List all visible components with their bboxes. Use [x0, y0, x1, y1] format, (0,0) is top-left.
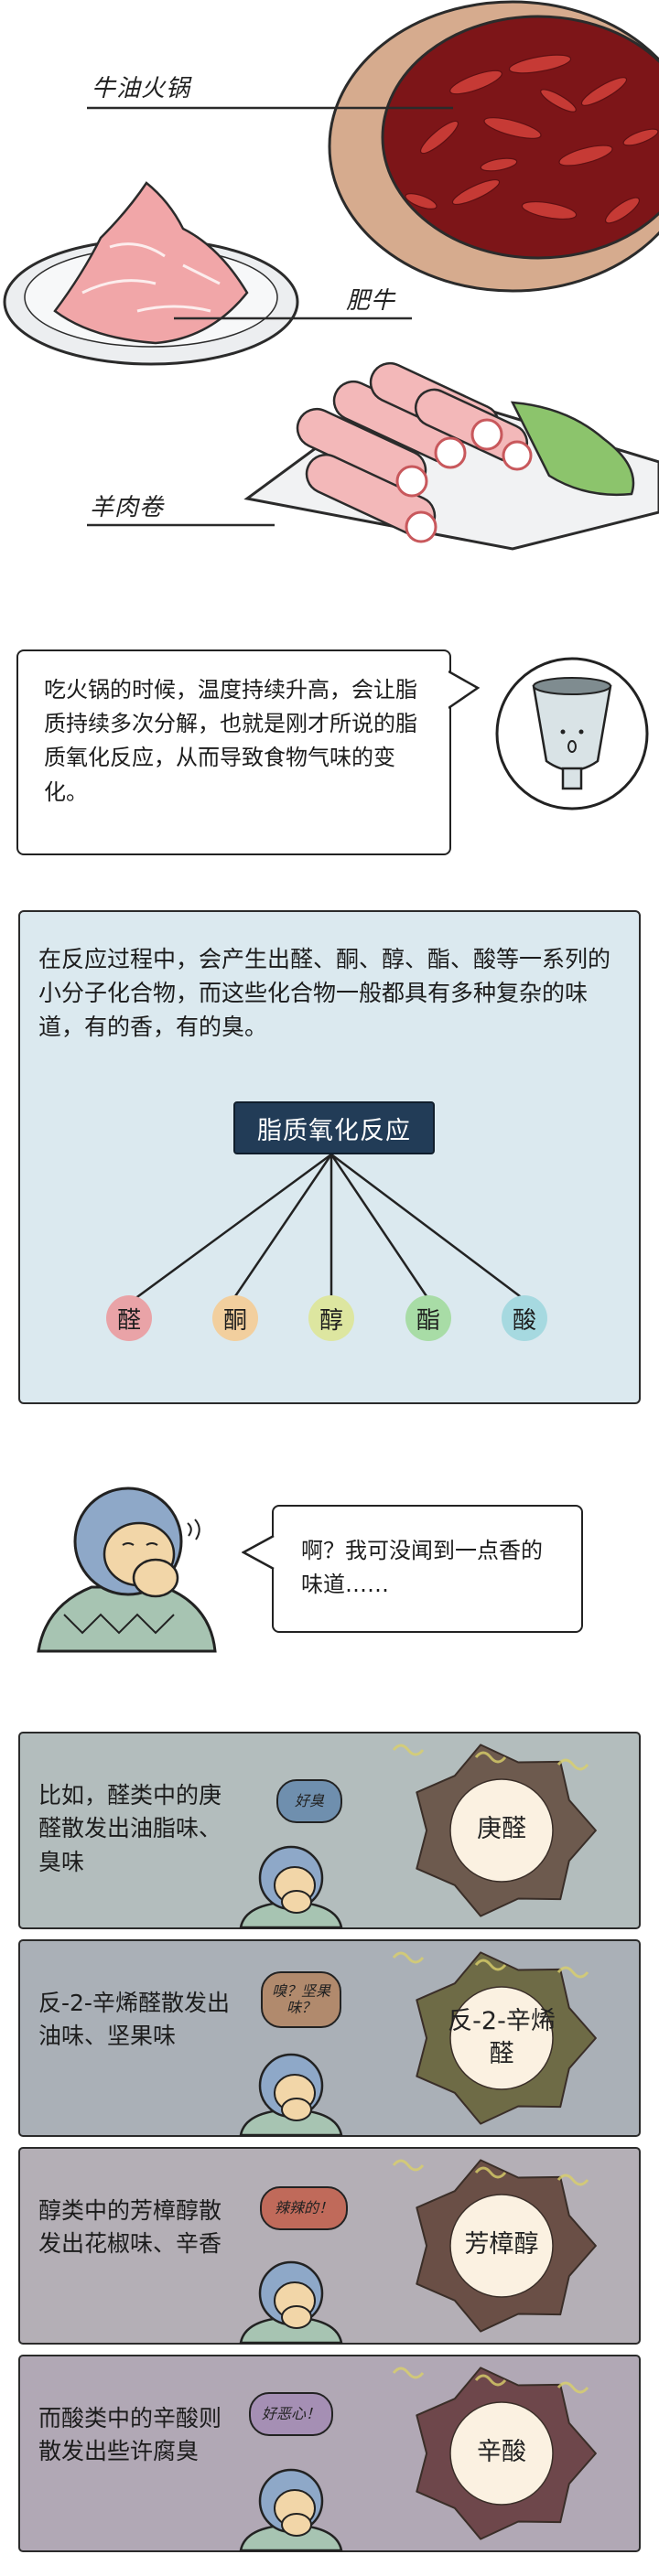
smell-compound-label: 庚醛 — [477, 1815, 526, 1843]
smell-card-text: 比如，醛类中的庚醛散发出油脂味、臭味 — [38, 1782, 222, 1875]
compound-ester: 酯 — [405, 1295, 451, 1341]
smell-shout: 嗅？坚果味？ — [261, 1971, 341, 2028]
odour-wave — [474, 2374, 507, 2387]
compound-alcohol: 醇 — [308, 1295, 354, 1341]
odour-wave — [474, 2166, 507, 2179]
smell-card-text: 反-2-辛烯醛散发出油味、坚果味 — [38, 1990, 230, 2050]
sniff-bubble: 啊？我可没闻到一点香的味道…… — [272, 1505, 583, 1633]
reaction-tree-lines — [134, 1153, 524, 1301]
smell-compound-disc — [449, 2401, 554, 2506]
beef-label: 肥牛 — [346, 287, 396, 315]
compound-ketone: 酮 — [212, 1295, 258, 1341]
reaction-root-box: 脂质氧化反应 — [233, 1101, 435, 1154]
sniff-bubble-tail — [242, 1534, 275, 1571]
lamb-illustration — [243, 361, 659, 551]
hotpot-label: 牛油火锅 — [92, 75, 191, 102]
bubble-tail — [448, 670, 481, 710]
explanation-bubble: 吃火锅的时候，温度持续升高，会让脂质持续多次分解，也就是刚才所说的脂质氧化反应，… — [16, 649, 451, 855]
character-hand — [281, 1890, 312, 1914]
smell-card-text: 而酸类中的辛酸则散发出些许腐臭 — [38, 2405, 222, 2465]
odour-wave — [556, 2174, 589, 2186]
smell-compound-label: 反-2-辛烯醛 — [448, 2007, 556, 2069]
smell-shout: 辣辣的！ — [260, 2186, 348, 2230]
reaction-intro-text: 在反应过程中，会产生出醛、酮、醇、酯、酸等一系列的小分子化合物，而这些化合物一般… — [38, 946, 611, 1040]
food-illustration — [3, 0, 659, 551]
smell-shout: 好臭 — [276, 1779, 342, 1823]
odour-wave — [556, 2381, 589, 2394]
character-hand — [281, 2305, 312, 2329]
compound-acid: 酸 — [502, 1295, 547, 1341]
odour-wave — [474, 1959, 507, 1971]
smell-compound-disc — [449, 2194, 554, 2298]
odour-wave — [392, 1951, 425, 1964]
explanation-text: 吃火锅的时候，温度持续升高，会让脂质持续多次分解，也就是刚才所说的脂质氧化反应，… — [44, 677, 417, 805]
lamb-label: 羊肉卷 — [90, 494, 165, 521]
compound-aldehyde: 醛 — [106, 1295, 152, 1341]
odour-wave — [392, 2367, 425, 2379]
character-hand — [281, 2098, 312, 2121]
odour-wave — [556, 1758, 589, 1771]
smell-compound-disc — [449, 1778, 554, 1883]
odour-wave — [392, 2159, 425, 2172]
beef-illustration — [3, 181, 299, 366]
smell-card-text: 醇类中的芳樟醇散发出花椒味、辛香 — [38, 2197, 222, 2258]
odour-wave — [556, 1966, 589, 1979]
smell-compound-label: 辛酸 — [477, 2438, 526, 2466]
smell-compound-disc — [449, 1986, 554, 2090]
smell-shout: 好恶心！ — [249, 2392, 333, 2436]
odour-wave — [474, 1751, 507, 1764]
odour-wave — [392, 1744, 425, 1756]
sniff-text: 啊？我可没闻到一点香的味道…… — [301, 1538, 543, 1598]
hotpot-illustration — [328, 0, 659, 293]
character-hand — [281, 2513, 312, 2537]
cup-character — [495, 657, 649, 810]
sniffing-character — [37, 1487, 217, 1653]
smell-compound-label: 芳樟醇 — [464, 2230, 539, 2259]
